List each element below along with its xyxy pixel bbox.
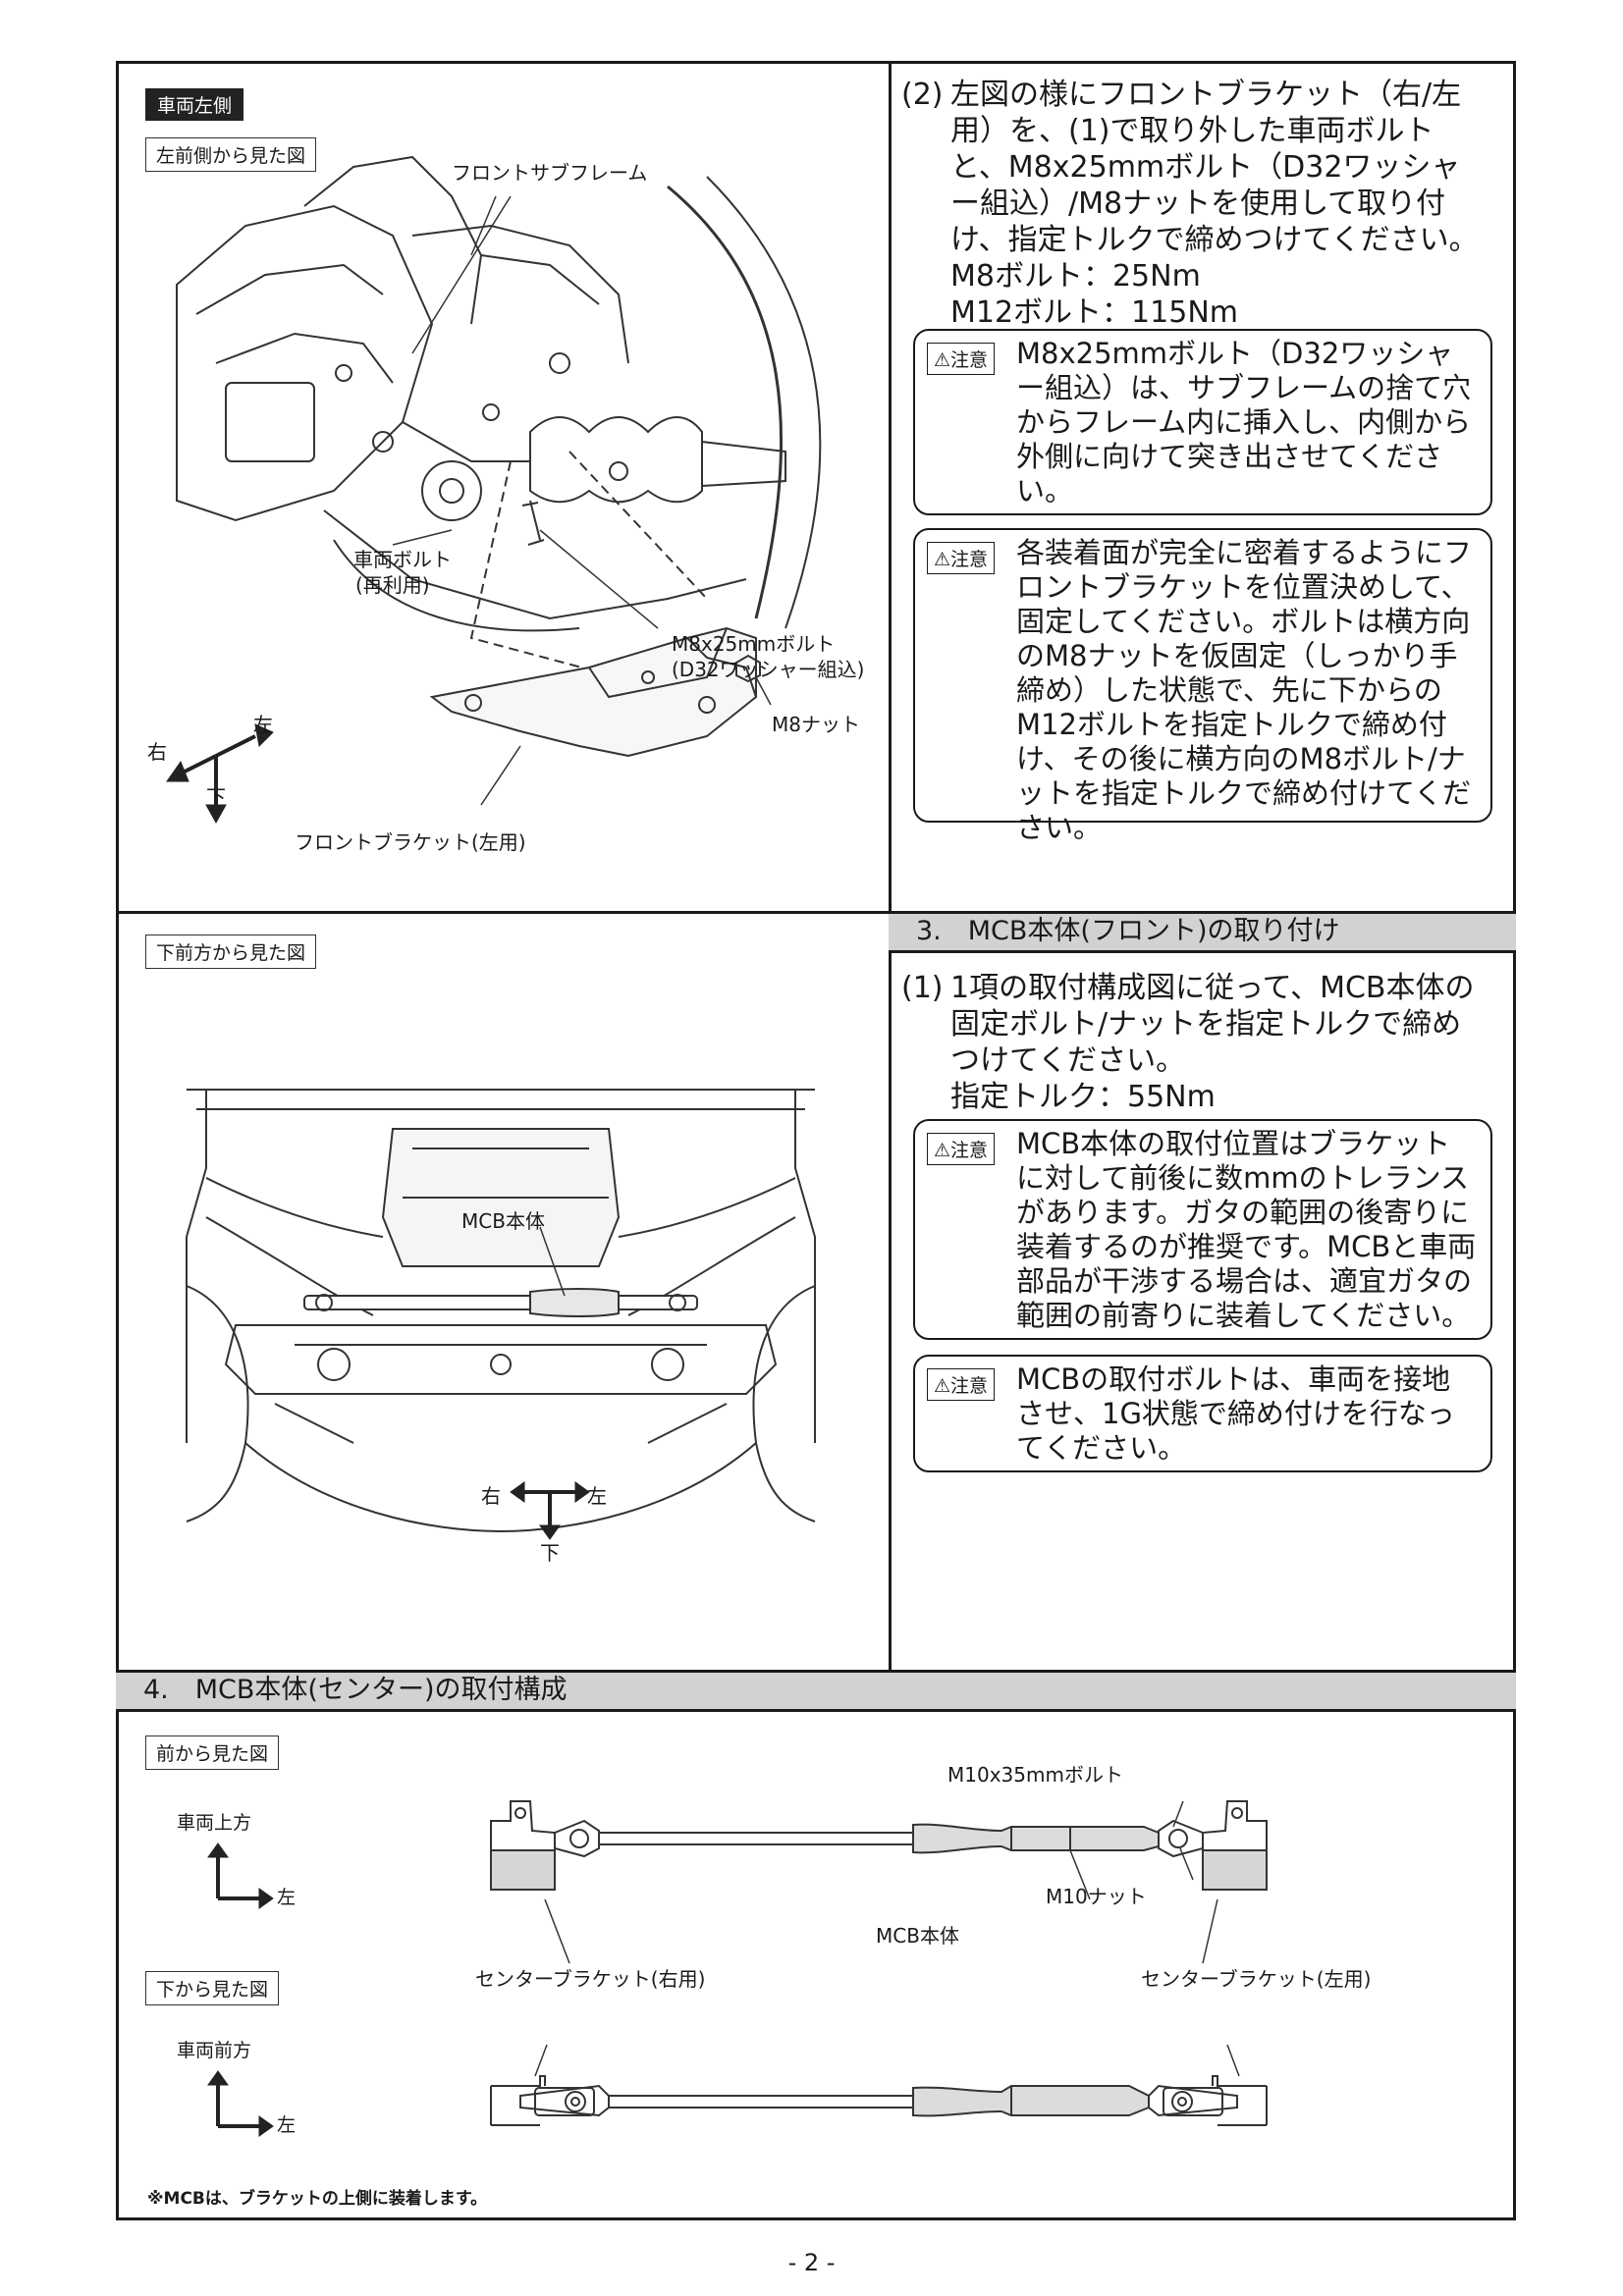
step-number: (2) [901, 78, 944, 112]
dir-left-label: 左 [277, 1887, 297, 1908]
under-front-view-diagram [186, 1089, 816, 1533]
left-front-view-diagram [166, 155, 822, 825]
section-header: 4. MCB本体(センター)の取付構成 [116, 1670, 1516, 1712]
mcb-front-view-diagram [490, 1800, 1268, 1900]
view-tag-front: 前から見た図 [145, 1735, 280, 1770]
dir-right-label: 右 [481, 1484, 501, 1508]
front-left-arrow [207, 2070, 274, 2137]
dir-left-label: 左 [253, 713, 273, 736]
label-m10-nut: M10ナット [1046, 1885, 1147, 1908]
mcb-bottom-view-diagram [490, 2075, 1268, 2126]
step-text: 1項の取付構成図に従って、MCB本体の固定ボルト/ナットを指定トルクで締めつけて… [950, 970, 1488, 1115]
label-vehicle-bolt: 車両ボルト [353, 548, 452, 571]
caution-text: MCBの取付ボルトは、車両を接地させ、1G状態で締め付けを行なってください。 [1016, 1362, 1455, 1465]
direction-arrows [510, 1481, 590, 1540]
view-tag: 下前方から見た図 [145, 934, 317, 969]
caution-icon: ⚠注意 [927, 1368, 996, 1401]
label-m10-bolt: M10x35mmボルト [947, 1763, 1123, 1787]
front-label: 車両前方 [177, 2040, 252, 2061]
caution-icon: ⚠注意 [927, 542, 996, 574]
page-frame [116, 61, 1516, 2220]
caution-text: M8x25mmボルト（D32ワッシャー組込）は、サブフレームの捨て穴からフレーム… [1016, 337, 1472, 507]
vehicle-side-tag: 車両左側 [145, 88, 244, 121]
step-number: (1) [901, 971, 944, 1005]
label-m8-nut: M8ナット [772, 713, 860, 736]
label-reuse: (再利用) [355, 573, 430, 597]
torque-spec: 指定トルク：55Nm [950, 1080, 1216, 1114]
label-front-subframe: フロントサブフレーム [452, 161, 648, 185]
caution-icon: ⚠注意 [927, 343, 996, 375]
caution-text: 各装着面が完全に密着するようにフロントブラケットを位置決めして、固定してください… [1016, 536, 1473, 844]
row-divider [116, 911, 1516, 914]
view-tag-below: 下から見た図 [145, 1971, 280, 2005]
torque-m12: M12ボルト：115Nm [950, 295, 1238, 330]
dir-left-label: 左 [587, 1484, 607, 1508]
step-text: 左図の様にフロントブラケット（右/左用）を、(1)で取り外した車両ボルトと、M8… [950, 77, 1488, 331]
footnote: ※MCBは、ブラケットの上側に装着します。 [147, 2189, 488, 2209]
torque-m8: M8ボルト：25Nm [950, 259, 1201, 294]
caution-box: ⚠注意 MCBの取付ボルトは、車両を接地させ、1G状態で締め付けを行なってくださ… [913, 1355, 1492, 1472]
section-header: 3. MCB本体(フロント)の取り付け [889, 911, 1516, 953]
page-number: - 2 - [787, 2249, 836, 2276]
view-tag: 左前側から見た図 [145, 137, 317, 172]
dir-down-label: 下 [206, 785, 226, 809]
caution-box: ⚠注意 各装着面が完全に密着するようにフロントブラケットを位置決めして、固定して… [913, 528, 1492, 844]
label-center-bracket-right: センターブラケット(右用) [475, 1967, 706, 1991]
dir-down-label: 下 [540, 1541, 560, 1565]
step-instruction: 左図の様にフロントブラケット（右/左用）を、(1)で取り外した車両ボルトと、M8… [950, 78, 1479, 257]
label-mcb-body: MCB本体 [461, 1209, 545, 1233]
column-divider [889, 61, 892, 1676]
label-mcb-body: MCB本体 [876, 1924, 959, 1948]
label-m8-bolt-sub: (D32ワッシャー組込) [672, 658, 865, 681]
caution-icon: ⚠注意 [927, 1133, 996, 1165]
dir-right-label: 右 [147, 740, 167, 764]
dir-left-label: 左 [277, 2114, 297, 2136]
label-center-bracket-left: センターブラケット(左用) [1141, 1967, 1372, 1991]
up-label: 車両上方 [177, 1812, 252, 1834]
step-instruction: 1項の取付構成図に従って、MCB本体の固定ボルト/ナットを指定トルクで締めつけて… [950, 971, 1475, 1078]
caution-text: MCB本体の取付位置はブラケットに対して前後に数mmのトレランスがあります。ガタ… [1016, 1127, 1477, 1332]
caution-box: ⚠注意 M8x25mmボルト（D32ワッシャー組込）は、サブフレームの捨て穴から… [913, 329, 1492, 515]
up-left-arrow [207, 1842, 274, 1909]
caution-box: ⚠注意 MCB本体の取付位置はブラケットに対して前後に数mmのトレランスがありま… [913, 1119, 1492, 1340]
label-m8-bolt: M8x25mmボルト [672, 632, 836, 656]
label-front-bracket-left: フロントブラケット(左用) [295, 830, 526, 854]
